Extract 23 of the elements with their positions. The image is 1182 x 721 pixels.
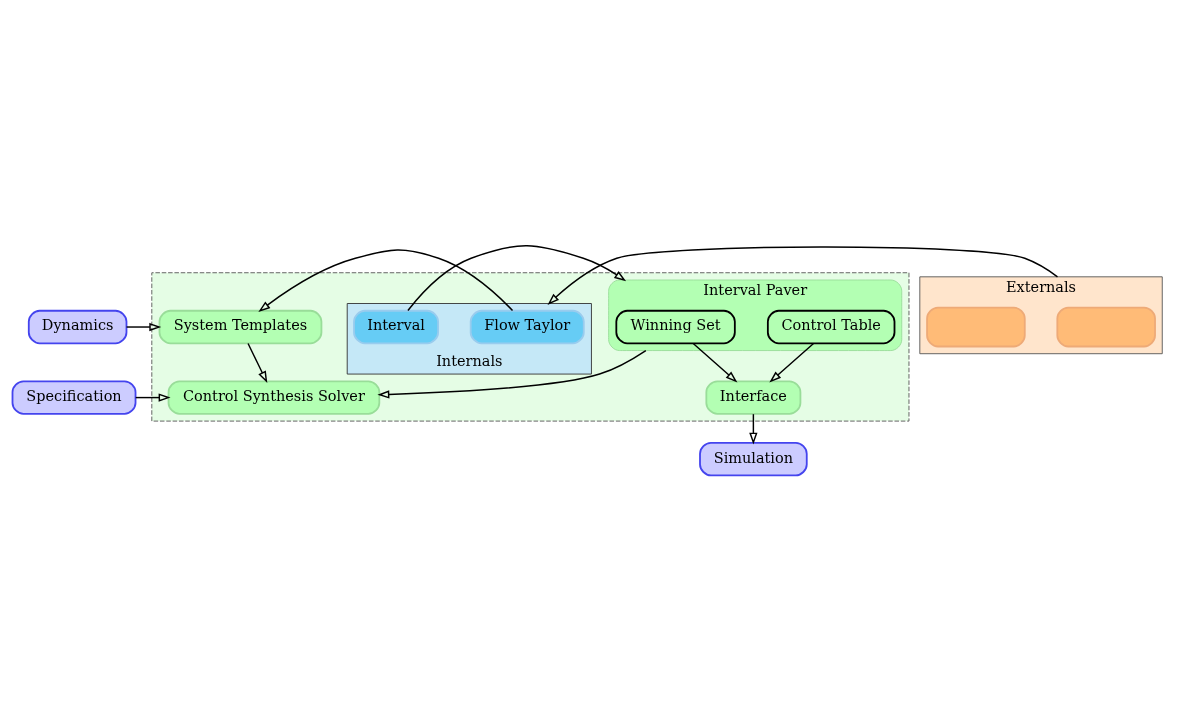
node-box: System Templates: [158, 309, 323, 345]
arrow: [377, 349, 647, 399]
node-box: Dynamics: [27, 309, 128, 345]
arrow: [749, 413, 758, 445]
node-box: Interval: [353, 309, 440, 345]
arrow: [247, 342, 268, 384]
node-box: [926, 306, 1026, 348]
node-box: Control Table: [766, 309, 896, 345]
cluster: Externals: [919, 276, 1163, 355]
node-box: Simulation: [699, 441, 808, 477]
arrow: [258, 249, 514, 313]
arrow: [547, 246, 1059, 305]
arrow: [769, 342, 815, 383]
node-box: [1056, 306, 1156, 348]
arrow: [407, 245, 627, 312]
node-box: Control Synthesis Solver: [167, 380, 381, 415]
node-box: Specification: [11, 380, 137, 415]
arrow: [125, 322, 162, 332]
arrow: [135, 393, 171, 402]
node-box: Winning Set: [615, 309, 736, 345]
node-box: Flow Taylor: [469, 309, 585, 345]
node-box: Interface: [705, 380, 802, 415]
arrow: [692, 342, 738, 383]
